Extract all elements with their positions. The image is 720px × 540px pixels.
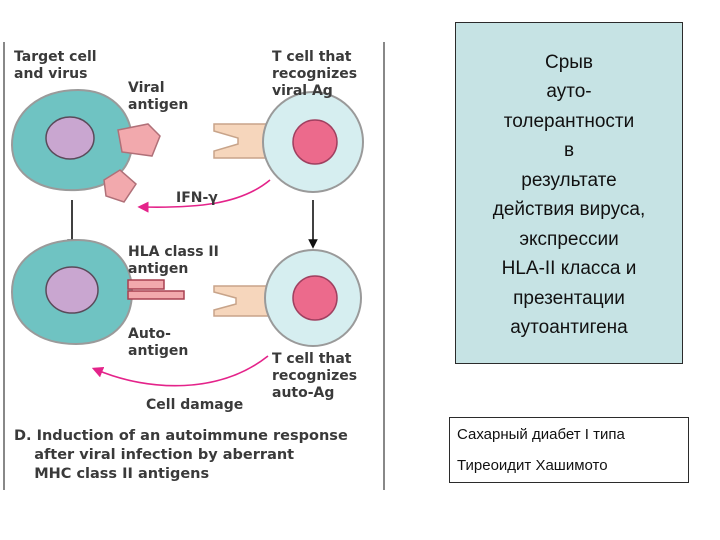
cell-damage-arrow xyxy=(91,355,269,387)
target-cell-bottom xyxy=(10,238,134,346)
t-cell-bottom xyxy=(264,249,362,347)
t-cell-viral-label: T cell that recognizes viral Ag xyxy=(272,49,358,99)
ifn-gamma-label: IFN-γ xyxy=(176,190,218,206)
disease-item: Сахарный диабет I типа xyxy=(457,426,625,443)
autoantigen-label: Auto- antigen xyxy=(128,326,189,359)
target-cell-top xyxy=(10,88,134,192)
autoantigen-bar xyxy=(127,290,185,300)
hla-class-ii-molecule xyxy=(127,279,165,290)
t-cell-nucleus xyxy=(292,275,338,321)
viral-antigen-label: Viral antigen xyxy=(128,80,189,113)
disease-item: Тиреоидит Хашимото xyxy=(457,457,608,474)
t-cell-top xyxy=(262,91,364,193)
t-cell-nucleus xyxy=(292,119,338,165)
target-nucleus xyxy=(45,266,99,314)
viral-antigen-upper xyxy=(117,123,161,157)
disease-list-box: Сахарный диабет I типа Тиреоидит Хашимот… xyxy=(449,417,689,483)
target-cell-label: Target cell and virus xyxy=(14,49,97,82)
hla-class-ii-label: HLA class II antigen xyxy=(128,244,219,277)
target-nucleus xyxy=(45,116,95,160)
ifn-gamma-arrow xyxy=(137,179,271,213)
autotolerance-breakdown-box: Срыв ауто- толерантности в результате де… xyxy=(455,22,683,364)
viral-antigen-lower xyxy=(103,169,137,203)
tcr-receptor-bottom xyxy=(213,285,269,317)
tcr-receptor-top xyxy=(213,123,271,159)
figure-caption: D. Induction of an autoimmune response a… xyxy=(14,428,348,482)
t-cell-auto-label: T cell that recognizes auto-Ag xyxy=(272,351,358,401)
cell-damage-label: Cell damage xyxy=(146,397,244,413)
